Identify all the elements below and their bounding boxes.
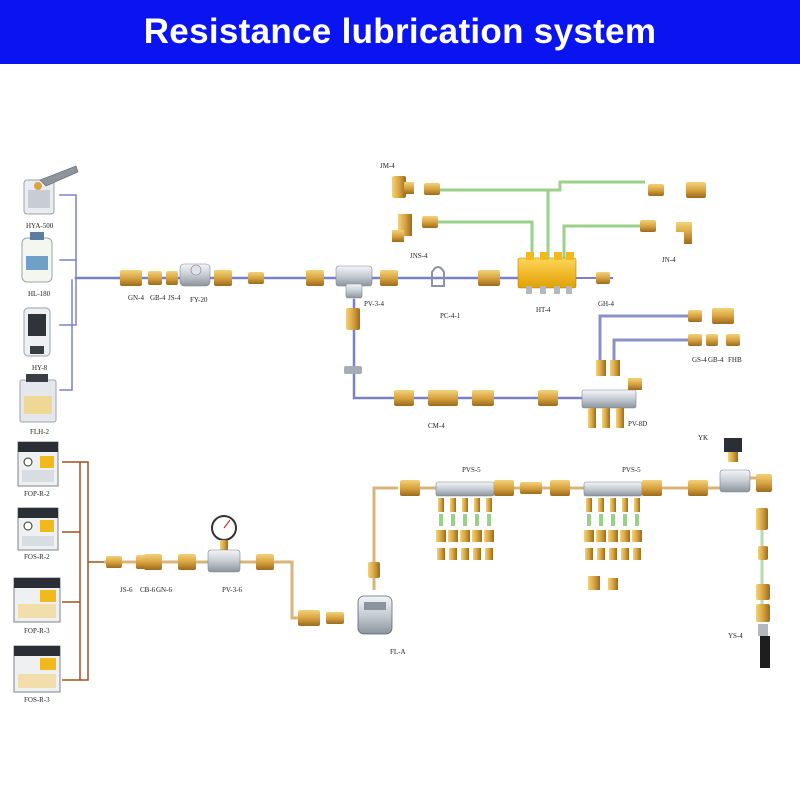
svg-text:FHB: FHB [728,356,742,364]
svg-text:GN-4: GN-4 [128,294,144,302]
pump-flh-2: FLH-2 [19,374,57,436]
svg-text:PV-8D: PV-8D [628,420,647,428]
svg-text:GB-4: GB-4 [150,294,166,302]
pump-fop-r-2: FOP-R-2 [17,441,59,498]
fitting-top-right [648,182,706,198]
svg-text:HT-4: HT-4 [536,306,551,314]
fittings-row-2 [394,390,558,406]
svg-text:PVS-5: PVS-5 [462,466,481,474]
elbow-jn-4: JN-4 [640,220,692,264]
label-fos-r-3: FOS-R-3 [24,696,50,704]
svg-text:GB-4: GB-4 [708,356,724,364]
svg-text:PC-4-1: PC-4-1 [440,312,461,320]
svg-text:GN-6: GN-6 [156,586,172,594]
svg-text:GS-4: GS-4 [692,356,707,364]
pipe-fittings-row-1 [214,270,500,286]
label-fop-r-3: FOP-R-3 [24,627,50,635]
label-fop-r-2: FOP-R-2 [24,490,50,498]
pump-hl-180: HL-180 [21,232,53,298]
svg-text:GH-4: GH-4 [598,300,614,308]
gauge-tee-pv-3-6: PV-3-6 [178,515,274,594]
svg-text:JS-4: JS-4 [168,294,181,302]
pressure-switch-yk: YK [698,434,772,493]
coupling-cm-4: CM-4 [428,390,458,430]
pump-fos-r-3: FOS-R-3 [13,645,61,704]
pipes-green [438,180,645,258]
label-flh-2: FLH-2 [30,428,50,436]
svg-text:JNS-4: JNS-4 [410,252,428,260]
clamp-pc-4-1: PC-4-1 [431,266,461,320]
svg-text:JS-6: JS-6 [120,586,133,594]
nozzle-ys-4: YS-4 [728,624,770,668]
elbow-jns-4: JNS-4 [392,214,438,260]
fitting-gn-4: GN-4 [120,270,144,302]
filter-fl-a: FL-A [298,562,406,656]
distributor-pvs-5-b: PVS-5 [520,466,708,497]
svg-text:FY-20: FY-20 [190,296,208,304]
clamp-branch [344,366,362,374]
elbow-jm-4: JM-4 [380,162,440,198]
pump-fop-r-3: FOP-R-3 [13,577,61,635]
header-banner: Resistance lubrication system [0,0,800,64]
label-hy-8: HY-8 [32,364,48,372]
filter-fy-20: FY-20 [179,263,211,304]
fitting-gb-4: GB-4 [148,271,166,302]
metering-units-b [584,498,642,590]
tee-pv-3-4: PV-3-4 [335,265,384,330]
distributor-pv-8d: PV-8D [581,360,647,428]
svg-text:YK: YK [698,434,708,442]
fittings-js6-cb6-gn6: JS-6 CB-6 GN-6 [106,554,172,594]
page-title: Resistance lubrication system [143,12,657,51]
metering-units-a [436,498,494,560]
pump-hya-500: HYA-500 [23,165,79,230]
label-hya-500: HYA-500 [26,222,54,230]
svg-text:JN-4: JN-4 [662,256,676,264]
svg-text:CB-6: CB-6 [140,586,156,594]
label-fos-r-2: FOS-R-2 [24,553,50,561]
svg-text:FL-A: FL-A [390,648,406,656]
fittings-right-column [756,508,770,622]
label-hl-180: HL-180 [28,290,51,298]
svg-text:PV-3-6: PV-3-6 [222,586,242,594]
svg-text:YS-4: YS-4 [728,632,743,640]
plug-gh-4: GH-4 [596,272,614,308]
fittings-gs-gb-fhb: GS-4 GB-4 FHB [688,308,742,364]
svg-text:PVS-5: PVS-5 [622,466,641,474]
svg-text:CM-4: CM-4 [428,422,445,430]
svg-text:PV-3-4: PV-3-4 [364,300,384,308]
distributor-pvs-5-a: PVS-5 [400,466,514,497]
pump-hy-8: HY-8 [23,307,51,372]
svg-text:JM-4: JM-4 [380,162,395,170]
distributor-ht-4: HT-4 [517,252,577,314]
pump-fos-r-2: FOS-R-2 [17,507,59,561]
fitting-js-4: JS-4 [166,271,181,302]
